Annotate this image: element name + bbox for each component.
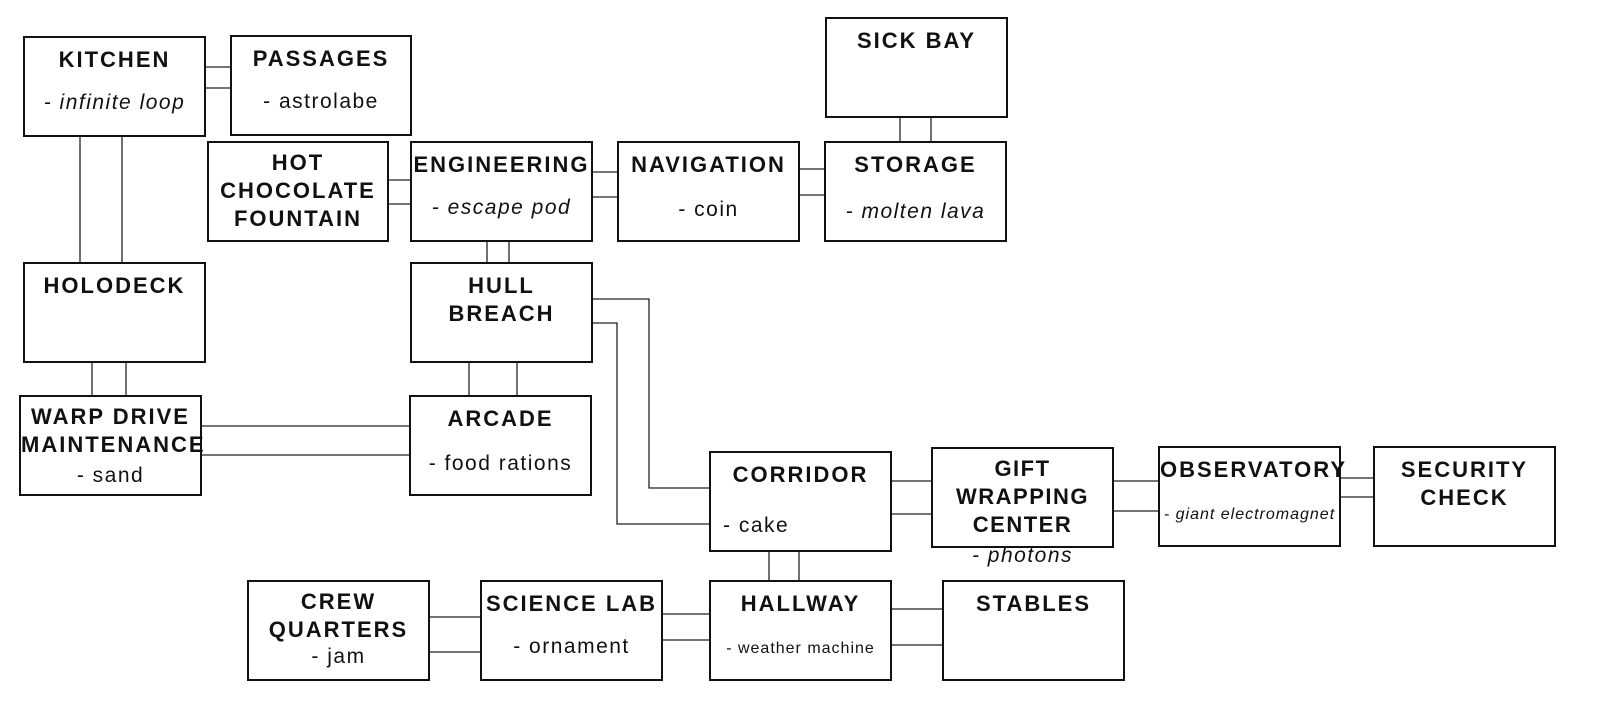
- room-passages: PASSAGES - astrolabe: [230, 35, 412, 136]
- room-science-lab: SCIENCE LAB - ornament: [480, 580, 663, 681]
- room-name: HULL BREACH: [448, 273, 555, 326]
- room-item: - cake: [723, 514, 790, 537]
- room-item: - food rations: [428, 452, 573, 475]
- room-observatory: OBSERVATORY - giant electromagnet: [1158, 446, 1348, 547]
- room-item: - escape pod: [431, 196, 572, 219]
- room-engineering: ENGINEERING - escape pod: [410, 141, 593, 242]
- room-hull-breach: HULL BREACH: [410, 262, 593, 363]
- room-name: NAVIGATION: [631, 152, 786, 177]
- room-sick-bay: SICK BAY: [825, 17, 1008, 118]
- room-item: - weather machine: [726, 640, 875, 657]
- room-stables: STABLES: [942, 580, 1125, 681]
- room-name: STORAGE: [854, 152, 977, 177]
- room-item: - giant electromagnet: [1163, 506, 1336, 523]
- room-name: OBSERVATORY: [1160, 457, 1348, 482]
- room-item: - sand: [76, 464, 145, 487]
- connector-hull-breach-to-corridor: [593, 298, 709, 489]
- room-hallway: HALLWAY - weather machine: [709, 580, 892, 681]
- room-name: STABLES: [975, 591, 1092, 616]
- room-arcade: ARCADE - food rations: [409, 395, 592, 496]
- room-name: HOLODECK: [43, 273, 186, 298]
- room-warp-drive-maintenance: WARP DRIVE MAINTENANCE - sand: [19, 395, 206, 496]
- room-item: - astrolabe: [263, 90, 379, 113]
- room-name: ENGINEERING: [413, 152, 590, 177]
- room-kitchen: KITCHEN - infinite loop: [23, 36, 206, 137]
- room-item: - infinite loop: [43, 91, 186, 114]
- room-name: SECURITY CHECK: [1400, 457, 1529, 510]
- room-storage: STORAGE - molten lava: [824, 141, 1007, 242]
- room-gift-wrapping-center: GIFT WRAPPING CENTER - photons: [931, 447, 1114, 567]
- room-item: - jam: [311, 645, 366, 668]
- room-name: HOT CHOCOLATE FOUNTAIN: [220, 150, 376, 231]
- room-name: SCIENCE LAB: [485, 591, 658, 616]
- room-item: - molten lava: [845, 200, 986, 223]
- room-item: - coin: [678, 198, 739, 221]
- room-hot-chocolate-fountain: HOT CHOCOLATE FOUNTAIN: [207, 141, 389, 242]
- room-item: - ornament: [513, 635, 630, 658]
- room-navigation: NAVIGATION - coin: [617, 141, 800, 242]
- room-name: WARP DRIVE MAINTENANCE: [21, 404, 206, 457]
- connector-hull-breach-to-corridor: [593, 322, 709, 525]
- room-name: ARCADE: [447, 406, 554, 431]
- room-security-check: SECURITY CHECK: [1373, 446, 1556, 547]
- room-name: CREW QUARTERS: [268, 589, 409, 642]
- room-name: GIFT WRAPPING CENTER: [956, 456, 1089, 537]
- room-name: HALLWAY: [740, 591, 861, 616]
- room-name: SICK BAY: [856, 28, 977, 53]
- room-crew-quarters: CREW QUARTERS - jam: [247, 580, 430, 681]
- room-name: PASSAGES: [252, 46, 390, 71]
- room-item: - photons: [971, 544, 1074, 567]
- room-name: KITCHEN: [58, 47, 171, 72]
- room-name: CORRIDOR: [732, 462, 869, 487]
- room-corridor: CORRIDOR - cake: [709, 451, 892, 552]
- room-holodeck: HOLODECK: [23, 262, 206, 363]
